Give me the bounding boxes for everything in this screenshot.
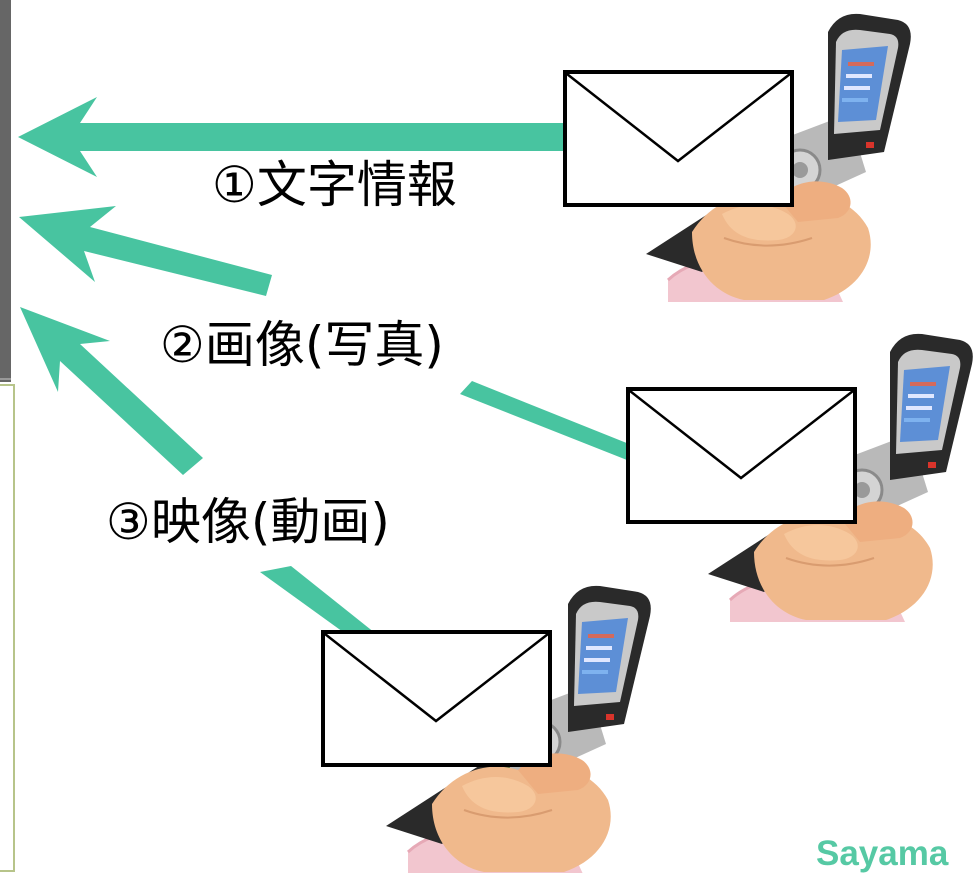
caption-video-movie: ③映像(動画) <box>106 493 390 551</box>
watermark: Sayama <box>816 834 949 873</box>
arrow-video-movie <box>20 307 375 637</box>
mail-envelope-icon <box>626 387 857 524</box>
mail-envelope-icon <box>321 630 552 767</box>
mail-envelope-icon <box>563 70 794 207</box>
caption-image-photo: ②画像(写真) <box>160 316 444 374</box>
arrow-text-info <box>18 97 566 177</box>
caption-text-info: ①文字情報 <box>212 156 457 214</box>
left-panel <box>0 0 15 872</box>
arrow-image-photo <box>19 206 639 462</box>
